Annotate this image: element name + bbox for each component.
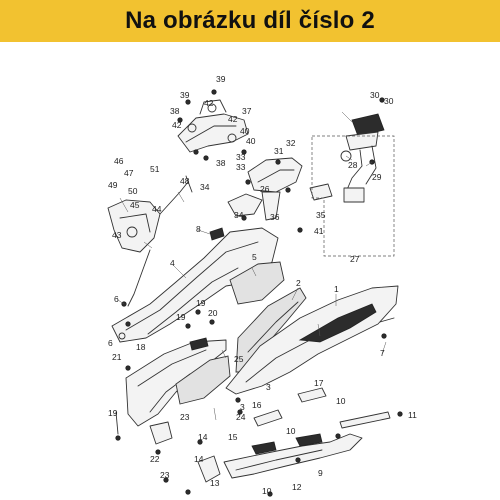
grab-handle-assembly	[107, 175, 193, 307]
callout: 19	[108, 408, 118, 418]
callout: 31	[274, 146, 284, 156]
callout: 43	[112, 230, 122, 240]
callout: 19	[176, 312, 186, 322]
callout: 39	[216, 74, 226, 84]
callout: 4	[170, 258, 175, 268]
callout: 10	[262, 486, 272, 496]
callout: 25	[234, 354, 244, 364]
leader-lines	[117, 111, 387, 421]
callout: 37	[242, 106, 252, 116]
callout: 27	[350, 254, 360, 264]
title-banner: Na obrázku díl číslo 2	[0, 0, 500, 42]
callout: 19	[196, 298, 206, 308]
callout: 26	[260, 184, 270, 194]
callout: 40	[240, 126, 250, 136]
subassembly-boundary	[311, 135, 395, 257]
callout: 12	[292, 482, 302, 492]
callout-labels: 1 2 3 3 4 5 6 6 7 8 9 10 10 10 11 12 13 …	[108, 74, 417, 496]
rear-cowl-1	[225, 285, 399, 395]
callout: 45	[130, 200, 140, 210]
banner-title: Na obrázku díl číslo 2	[125, 7, 375, 34]
callout: 20	[208, 308, 218, 318]
callout: 47	[124, 168, 134, 178]
callout: 6	[114, 294, 119, 304]
callout: 41	[314, 226, 324, 236]
callout: 21	[112, 352, 122, 362]
callout: 49	[108, 180, 118, 190]
license-light	[309, 113, 385, 203]
callout: 16	[252, 400, 262, 410]
callout: 48	[180, 176, 190, 186]
callout: 23	[160, 470, 170, 480]
callout: 51	[150, 164, 160, 174]
callout: 3	[266, 382, 271, 392]
bracket-13	[149, 421, 221, 483]
fastener-19-vertical	[115, 411, 119, 435]
callout: 15	[228, 432, 238, 442]
callout: 10	[286, 426, 296, 436]
callout: 42	[228, 114, 238, 124]
callout: 3	[240, 402, 245, 412]
callout: 7	[380, 348, 385, 358]
callout: 42	[172, 120, 182, 130]
callout: 24	[236, 412, 246, 422]
cushion-16-17	[253, 387, 327, 427]
callout: 8	[196, 224, 201, 234]
callout: 11	[408, 410, 417, 420]
callout: 23	[180, 412, 190, 422]
callout: 14	[194, 454, 204, 464]
callout: 38	[170, 106, 180, 116]
callout: 1	[334, 284, 339, 294]
lower-stay-9	[223, 411, 391, 479]
callout: 34	[234, 210, 244, 220]
tail-light-housing	[227, 157, 303, 221]
callout: 42	[204, 98, 214, 108]
callout: 33	[236, 152, 246, 162]
side-cover-4	[111, 227, 279, 343]
callout: 44	[152, 204, 162, 214]
callout: 34	[200, 182, 210, 192]
callout: 38	[216, 158, 226, 168]
exploded-parts-diagram: 1 2 3 3 4 5 6 6 7 8 9 10 10 10 11 12 13 …	[107, 74, 417, 497]
callout: 36	[270, 212, 280, 222]
fasteners	[115, 89, 403, 497]
callout: 35	[316, 210, 326, 220]
inner-panel-5	[229, 261, 285, 305]
callout: 6	[108, 338, 113, 348]
callout: 13	[210, 478, 220, 488]
callout: 28	[348, 160, 358, 170]
callout: 40	[246, 136, 256, 146]
callout: 14	[198, 432, 208, 442]
callout: 32	[286, 138, 296, 148]
callout: 46	[114, 156, 124, 166]
callout: 29	[372, 172, 382, 182]
callout: 22	[150, 454, 160, 464]
clip-8	[209, 227, 225, 241]
callout: 10	[336, 396, 346, 406]
callout: 30	[384, 96, 394, 106]
inner-panel-24	[175, 355, 231, 405]
callout: 9	[318, 468, 323, 478]
callout: 17	[314, 378, 324, 388]
callout: 50	[128, 186, 138, 196]
callout: 2	[296, 278, 301, 288]
callout: 39	[180, 90, 190, 100]
callout: 5	[252, 252, 257, 262]
callout: 18	[136, 342, 146, 352]
callout: 33	[236, 162, 246, 172]
callout: 30	[370, 90, 380, 100]
